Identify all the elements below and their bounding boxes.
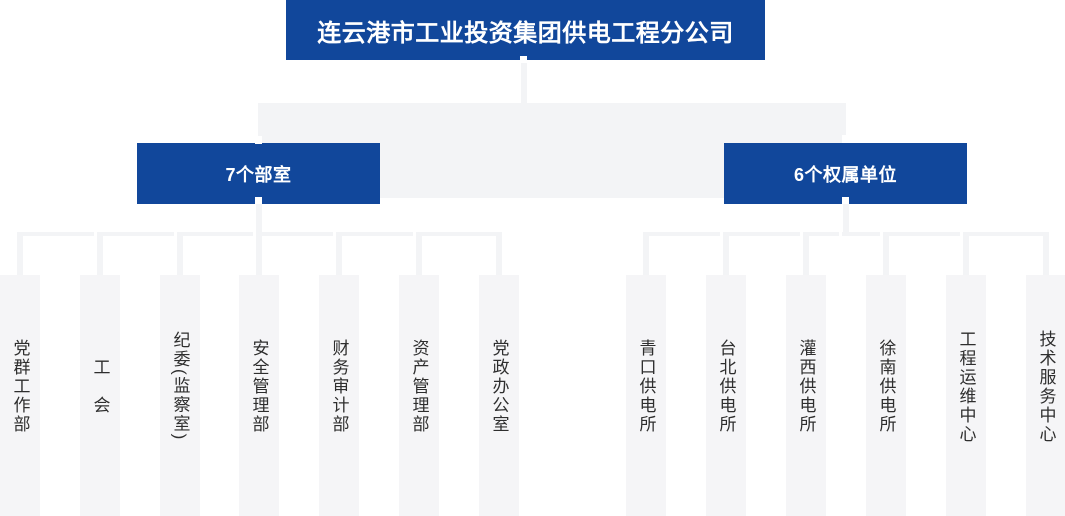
unit-column: 技术服务中心: [1026, 275, 1065, 516]
junction-gap: [253, 232, 256, 236]
unit-label: 青口供电所: [636, 339, 656, 434]
unit-column: 灌西供电所: [786, 275, 826, 516]
department-label: 纪委(监察室): [170, 331, 190, 442]
connector-drop: [643, 232, 649, 275]
group-box-units: 6个权属单位: [724, 143, 967, 204]
junction-tick: [520, 56, 527, 63]
department-label: 工 会: [90, 358, 110, 415]
junction-tick: [255, 197, 262, 204]
junction-tick: [842, 135, 849, 143]
junction-gap: [960, 232, 963, 236]
department-column: 纪委(监察室): [160, 275, 200, 516]
unit-label: 技术服务中心: [1036, 329, 1056, 444]
department-label: 财务审计部: [329, 339, 349, 434]
junction-tick: [842, 197, 849, 204]
department-label: 党群工作部: [10, 339, 30, 434]
junction-gap: [413, 232, 416, 236]
group-box-departments-label: 7个部室: [225, 164, 292, 185]
department-column: 财务审计部: [319, 275, 359, 516]
connector-drop: [1043, 232, 1049, 275]
unit-label: 台北供电所: [716, 339, 736, 434]
junction-gap: [720, 232, 723, 236]
department-label: 安全管理部: [249, 339, 269, 434]
connector-drop: [416, 232, 422, 275]
connector-stub-root: [521, 60, 527, 104]
connector-drop: [496, 232, 502, 275]
junction-gap: [800, 232, 803, 236]
department-column: 安全管理部: [239, 275, 279, 516]
department-column: 工 会: [80, 275, 120, 516]
junction-tick: [255, 136, 262, 144]
unit-column: 徐南供电所: [866, 275, 906, 516]
group-box-departments: 7个部室: [137, 143, 380, 204]
connector-drop: [723, 232, 729, 275]
junction-gap: [94, 232, 97, 236]
junction-gap: [333, 232, 336, 236]
unit-label: 灌西供电所: [796, 339, 816, 434]
connector-drop: [177, 232, 183, 275]
connector-drop: [256, 232, 262, 275]
root-title-box: 连云港市工业投资集团供电工程分公司: [286, 0, 765, 60]
root-title-label: 连云港市工业投资集团供电工程分公司: [317, 19, 734, 47]
connector-line-units: [643, 232, 1049, 236]
unit-column: 工程运维中心: [946, 275, 986, 516]
department-column: 党群工作部: [0, 275, 40, 516]
unit-label: 工程运维中心: [956, 329, 976, 444]
unit-column: 青口供电所: [626, 275, 666, 516]
unit-label: 徐南供电所: [876, 339, 896, 434]
connector-drop: [336, 232, 342, 275]
connector-drop: [17, 232, 23, 275]
junction-gap: [839, 232, 842, 236]
department-column: 党政办公室: [479, 275, 519, 516]
connector-stub-units: [843, 204, 849, 236]
department-label: 党政办公室: [489, 339, 509, 434]
junction-gap: [174, 232, 177, 236]
connector-drop: [803, 232, 809, 275]
group-box-units-label: 6个权属单位: [793, 164, 897, 185]
department-column: 资产管理部: [399, 275, 439, 516]
connector-drop: [963, 232, 969, 275]
junction-gap: [880, 232, 883, 236]
department-label: 资产管理部: [409, 339, 429, 434]
connector-drop: [97, 232, 103, 275]
connector-drop: [883, 232, 889, 275]
unit-column: 台北供电所: [706, 275, 746, 516]
